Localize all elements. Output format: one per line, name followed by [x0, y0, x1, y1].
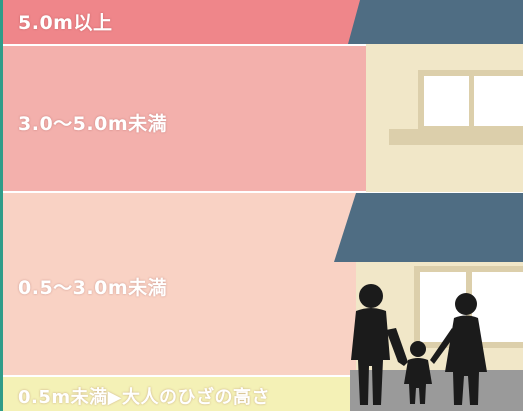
depth-label-under-0-5m: 0.5m未満▶大人のひざの高さ: [18, 387, 270, 408]
band-divider: [0, 191, 523, 193]
depth-label-3-5m: 3.0〜5.0m未満: [18, 113, 168, 135]
family-silhouette-icon: [351, 284, 487, 405]
depth-label-5m-plus: 5.0m以上: [18, 12, 113, 34]
left-accent-edge: [0, 0, 3, 411]
band-divider: [0, 44, 523, 46]
depth-label-0-5-3m: 0.5〜3.0m未満: [18, 277, 168, 299]
house-icon: [334, 0, 523, 411]
band-divider: [0, 375, 523, 377]
